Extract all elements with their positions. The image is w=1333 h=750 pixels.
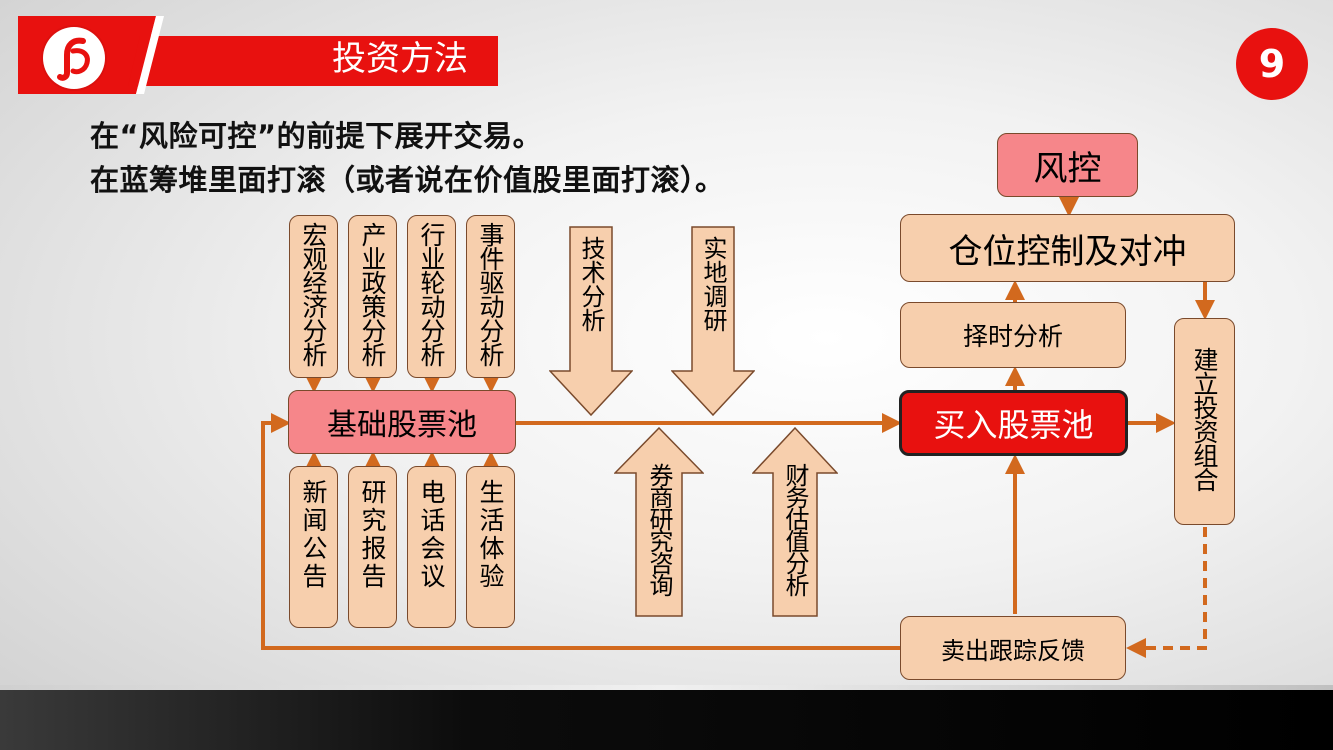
brand-logo-icon	[43, 27, 105, 89]
position-control-label: 仓位控制及对冲	[948, 231, 1187, 272]
base-pool-label: 基础股票池	[327, 408, 477, 443]
page-title: 投资方法	[332, 39, 468, 79]
input-box-news: 新闻公告	[289, 466, 338, 628]
footer-bar	[0, 690, 1333, 750]
down-arrow-technical: 技术分析	[549, 226, 633, 416]
sell-feedback-box: 卖出跟踪反馈	[900, 616, 1126, 680]
arrow-label: 财务估值分析	[781, 463, 809, 595]
build-portfolio-box: 建立投资组合	[1174, 318, 1235, 525]
input-box-calls: 电话会议	[407, 466, 456, 628]
input-label: 行业轮动分析	[417, 222, 446, 366]
input-box-life: 生活体验	[466, 466, 515, 628]
position-control-box: 仓位控制及对冲	[900, 214, 1235, 282]
input-box-macro: 宏观经济分析	[289, 215, 338, 378]
sell-feedback-label: 卖出跟踪反馈	[941, 636, 1085, 665]
input-label: 电话会议	[417, 479, 446, 591]
arrow-label: 实地调研	[699, 236, 727, 332]
down-arrow-fieldwork: 实地调研	[671, 226, 755, 416]
up-arrow-broker: 券商研究咨询	[614, 427, 704, 617]
input-label: 生活体验	[476, 479, 505, 591]
buy-pool-label: 买入股票池	[933, 406, 1094, 444]
input-box-policy: 产业政策分析	[348, 215, 397, 378]
arrow-label: 技术分析	[577, 236, 605, 332]
input-label: 宏观经济分析	[299, 222, 328, 366]
input-label: 新闻公告	[299, 479, 328, 591]
timing-analysis-label: 择时分析	[962, 322, 1063, 351]
buy-stock-pool: 买入股票池	[899, 390, 1128, 456]
input-box-research: 研究报告	[348, 466, 397, 628]
arrow-label: 券商研究咨询	[645, 463, 673, 595]
risk-control-label: 风控	[1033, 148, 1102, 189]
input-box-event: 事件驱动分析	[466, 215, 515, 378]
input-box-sector: 行业轮动分析	[407, 215, 456, 378]
intro-line-2: 在蓝筹堆里面打滚（或者说在价值股里面打滚）。	[90, 163, 725, 197]
build-portfolio-label: 建立投资组合	[1190, 347, 1219, 491]
input-label: 研究报告	[358, 479, 387, 591]
input-label: 产业政策分析	[358, 222, 387, 366]
input-label: 事件驱动分析	[476, 222, 505, 366]
intro-line-1: 在“风险可控”的前提下展开交易。	[90, 119, 543, 153]
up-arrow-valuation: 财务估值分析	[752, 427, 838, 617]
risk-control-box: 风控	[997, 133, 1138, 197]
timing-analysis-box: 择时分析	[900, 302, 1126, 368]
base-stock-pool: 基础股票池	[288, 390, 516, 454]
footer-strip	[0, 685, 1333, 691]
page-number-badge: 9	[1236, 28, 1308, 100]
